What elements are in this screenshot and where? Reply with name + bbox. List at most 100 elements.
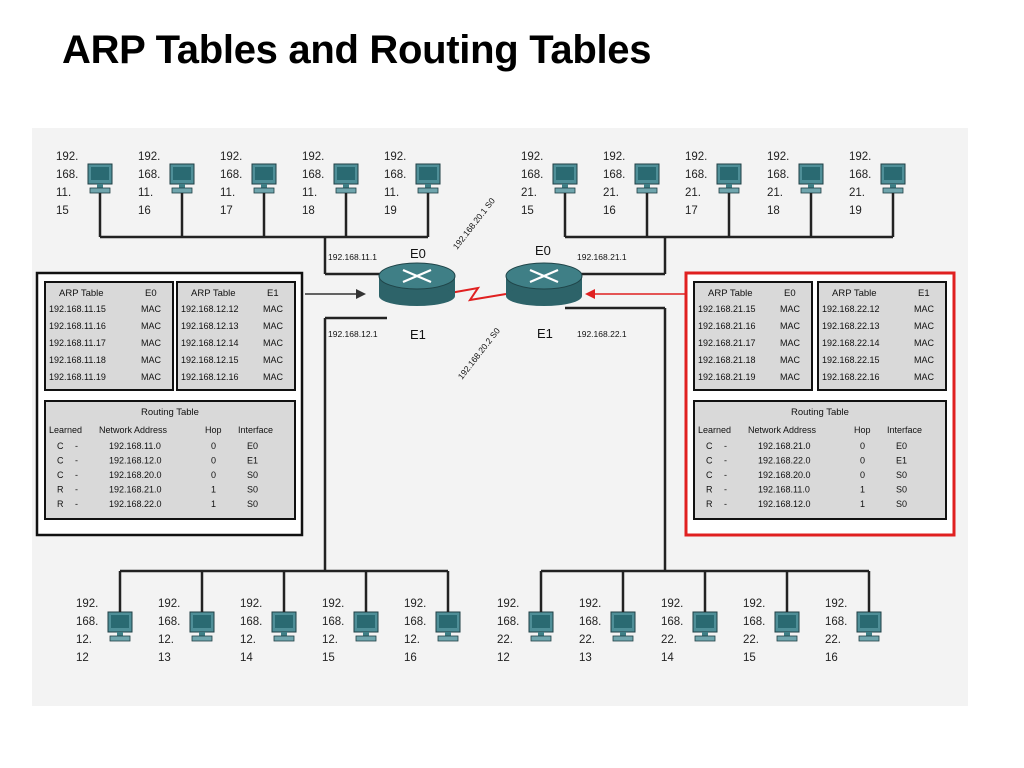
- host-ip-label: 15: [56, 205, 69, 217]
- page-title: ARP Tables and Routing Tables: [62, 28, 652, 72]
- computer-icon: [189, 611, 215, 642]
- host-ip-label: 17: [685, 205, 698, 217]
- host-ip-label: 168.: [384, 169, 406, 181]
- routing-network-cell: 192.168.12.0: [758, 499, 811, 509]
- routing-learned-cell: C: [706, 470, 713, 480]
- host-ip-label: 192.: [579, 598, 601, 610]
- routing-interface-cell: S0: [896, 470, 907, 480]
- arp-mac-cell: MAC: [141, 338, 162, 348]
- arp-ip-cell: 192.168.22.16: [822, 372, 880, 382]
- top-left-host: 192.168.11.15: [56, 151, 113, 237]
- routing-column-header: Interface: [887, 425, 922, 435]
- host-ip-label: 11.: [56, 187, 71, 199]
- host-ip-label: 192.: [404, 598, 426, 610]
- arp-ip-cell: 192.168.11.15: [49, 304, 106, 314]
- host-ip-label: 192.: [743, 598, 765, 610]
- network-diagram: 192.168.11.15 192. 168. 11. 16 192. 168. 11. 17 1…: [32, 128, 968, 706]
- computer-icon: [415, 163, 441, 194]
- r2-s0-ip: 192.168.20.2 S0: [456, 326, 502, 382]
- host-ip-label: 168.: [322, 616, 344, 628]
- arp-ip-cell: 192.168.21.15: [698, 304, 756, 314]
- router-2-icon: [505, 262, 583, 306]
- arp-mac-cell: MAC: [263, 355, 284, 365]
- arp-mac-cell: MAC: [263, 321, 284, 331]
- host-ip-label: 21.: [603, 187, 619, 199]
- routing-hop-cell: 0: [860, 456, 865, 466]
- host-ip-label: 168.: [521, 169, 543, 181]
- arp-ip-cell: 192.168.22.14: [822, 338, 880, 348]
- host-ip-label: 12.: [240, 634, 256, 646]
- routing-network-cell: 192.168.11.0: [758, 485, 810, 495]
- arp-mac-cell: MAC: [780, 372, 801, 382]
- computer-icon: [880, 163, 906, 194]
- host-ip-label: 168.: [240, 616, 262, 628]
- routing-network-cell: 192.168.20.0: [109, 470, 162, 480]
- routing-network-cell: 192.168.21.0: [109, 485, 162, 495]
- arp-interface-label: E0: [784, 288, 796, 299]
- r1-e1-ip: 192.168.12.1: [328, 329, 378, 339]
- host-ip-label: 192.: [497, 598, 519, 610]
- r1-e1-label: E1: [410, 327, 426, 342]
- host-ip-label: 192.: [220, 151, 242, 163]
- routing-interface-cell: S0: [247, 485, 258, 495]
- host-ip-label: 16: [603, 205, 616, 217]
- bottom-right-host: 192.168.22.16: [825, 571, 882, 664]
- computer-icon: [87, 163, 113, 194]
- host-ip-label: 168.: [497, 616, 519, 628]
- host-ip-label: 192.: [302, 151, 324, 163]
- arp-mac-cell: MAC: [263, 372, 284, 382]
- arp-ip-cell: 192.168.21.17: [698, 338, 756, 348]
- arp-mac-cell: MAC: [141, 372, 162, 382]
- host-ip-label: 192.: [849, 151, 871, 163]
- computer-icon: [856, 611, 882, 642]
- routing-hop-cell: 0: [211, 470, 216, 480]
- host-ip-label: 168.: [579, 616, 601, 628]
- routing-dash-cell: -: [75, 499, 78, 509]
- serial-link: [449, 286, 507, 302]
- arp-mac-cell: MAC: [780, 338, 801, 348]
- routing-network-cell: 192.168.11.0: [109, 441, 161, 451]
- host-ip-label: 22.: [579, 634, 595, 646]
- bottom-left-host: 192.168.12.14: [240, 571, 297, 664]
- routing-dash-cell: -: [75, 485, 78, 495]
- routing-hop-cell: 0: [211, 456, 216, 466]
- arp-mac-cell: MAC: [914, 372, 935, 382]
- top-left-host: 192.168.11.19: [384, 151, 441, 237]
- routing-learned-cell: C: [57, 456, 64, 466]
- host-ip-label: 192.: [56, 151, 78, 163]
- routing-learned-cell: C: [57, 441, 64, 451]
- computer-icon: [634, 163, 660, 194]
- arp-ip-cell: 192.168.22.15: [822, 355, 880, 365]
- host-ip-label: 168.: [138, 169, 160, 181]
- computer-icon: [528, 611, 554, 642]
- host-ip-label: 192.: [661, 598, 683, 610]
- arp-ip-cell: 192.168.21.19: [698, 372, 756, 382]
- routing-dash-cell: -: [75, 456, 78, 466]
- host-ip-label: 13: [158, 652, 171, 664]
- host-ip-label: 13: [579, 652, 592, 664]
- host-ip-label: 11.: [302, 187, 317, 199]
- host-ip-label: 12: [497, 652, 510, 664]
- computer-icon: [271, 611, 297, 642]
- routing-network-cell: 192.168.20.0: [758, 470, 811, 480]
- routing-title: Routing Table: [141, 407, 199, 418]
- host-ip-label: 19: [384, 205, 397, 217]
- arp-mac-cell: MAC: [914, 338, 935, 348]
- arp-ip-cell: 192.168.21.16: [698, 321, 756, 331]
- bottom-right-host: 192.168.22.15: [743, 571, 800, 664]
- routing-hop-cell: 0: [860, 441, 865, 451]
- arp-header-label: ARP Table: [708, 288, 753, 299]
- bottom-left-host: 192.168.12.15: [322, 571, 379, 664]
- host-ip-label: 168.: [603, 169, 625, 181]
- router-arrows-icon: [402, 268, 432, 284]
- r2-e1-label: E1: [537, 326, 553, 341]
- routing-network-cell: 192.168.22.0: [109, 499, 162, 509]
- bottom-right-host: 192.168.22.14: [661, 571, 718, 664]
- routing-dash-cell: -: [724, 441, 727, 451]
- host-ip-label: 21.: [767, 187, 783, 199]
- routing-dash-cell: -: [75, 441, 78, 451]
- routing-dash-cell: -: [75, 470, 78, 480]
